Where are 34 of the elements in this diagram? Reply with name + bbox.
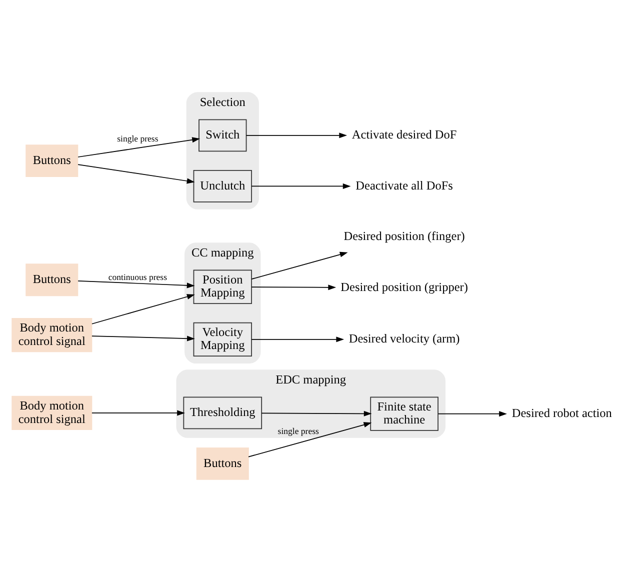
arrow: [78, 280, 195, 288]
node-box: Buttons: [26, 263, 78, 296]
edge-label: single press: [117, 133, 158, 144]
node-box: Switch: [198, 118, 247, 152]
arrow: [438, 410, 507, 416]
node-box: Finite state machine: [370, 396, 438, 430]
edge-label: single press: [278, 425, 319, 436]
arrow: [248, 422, 372, 457]
arrow: [92, 294, 195, 324]
node-text: Desired position (gripper): [340, 279, 468, 294]
arrow: [92, 335, 195, 341]
node-box: Unclutch: [193, 170, 252, 202]
node-text: Desired position (finger): [344, 228, 465, 243]
arrow: [251, 284, 336, 290]
node-box: Body motion control signal: [12, 317, 92, 352]
arrow: [246, 132, 348, 138]
node-box: Body motion control signal: [12, 395, 92, 430]
node-box: Position Mapping: [193, 269, 252, 304]
node-text: Desired velocity (arm): [348, 331, 460, 346]
arrow: [261, 410, 372, 416]
node-text: Deactivate all DoFs: [356, 178, 453, 192]
edge-label: continuous press: [108, 271, 167, 282]
arrow: [251, 182, 351, 188]
node-box: Buttons: [196, 447, 249, 480]
arrow: [78, 164, 195, 184]
node-text: Desired robot action: [512, 406, 612, 420]
node-text: Activate desired DoF: [352, 127, 457, 142]
node-box: Thresholding: [183, 396, 262, 429]
arrow: [251, 251, 348, 280]
arrow: [92, 410, 185, 416]
arrow: [78, 136, 200, 157]
arrow: [251, 336, 344, 342]
node-box: Buttons: [26, 144, 78, 176]
node-box: Velocity Mapping: [193, 322, 252, 356]
